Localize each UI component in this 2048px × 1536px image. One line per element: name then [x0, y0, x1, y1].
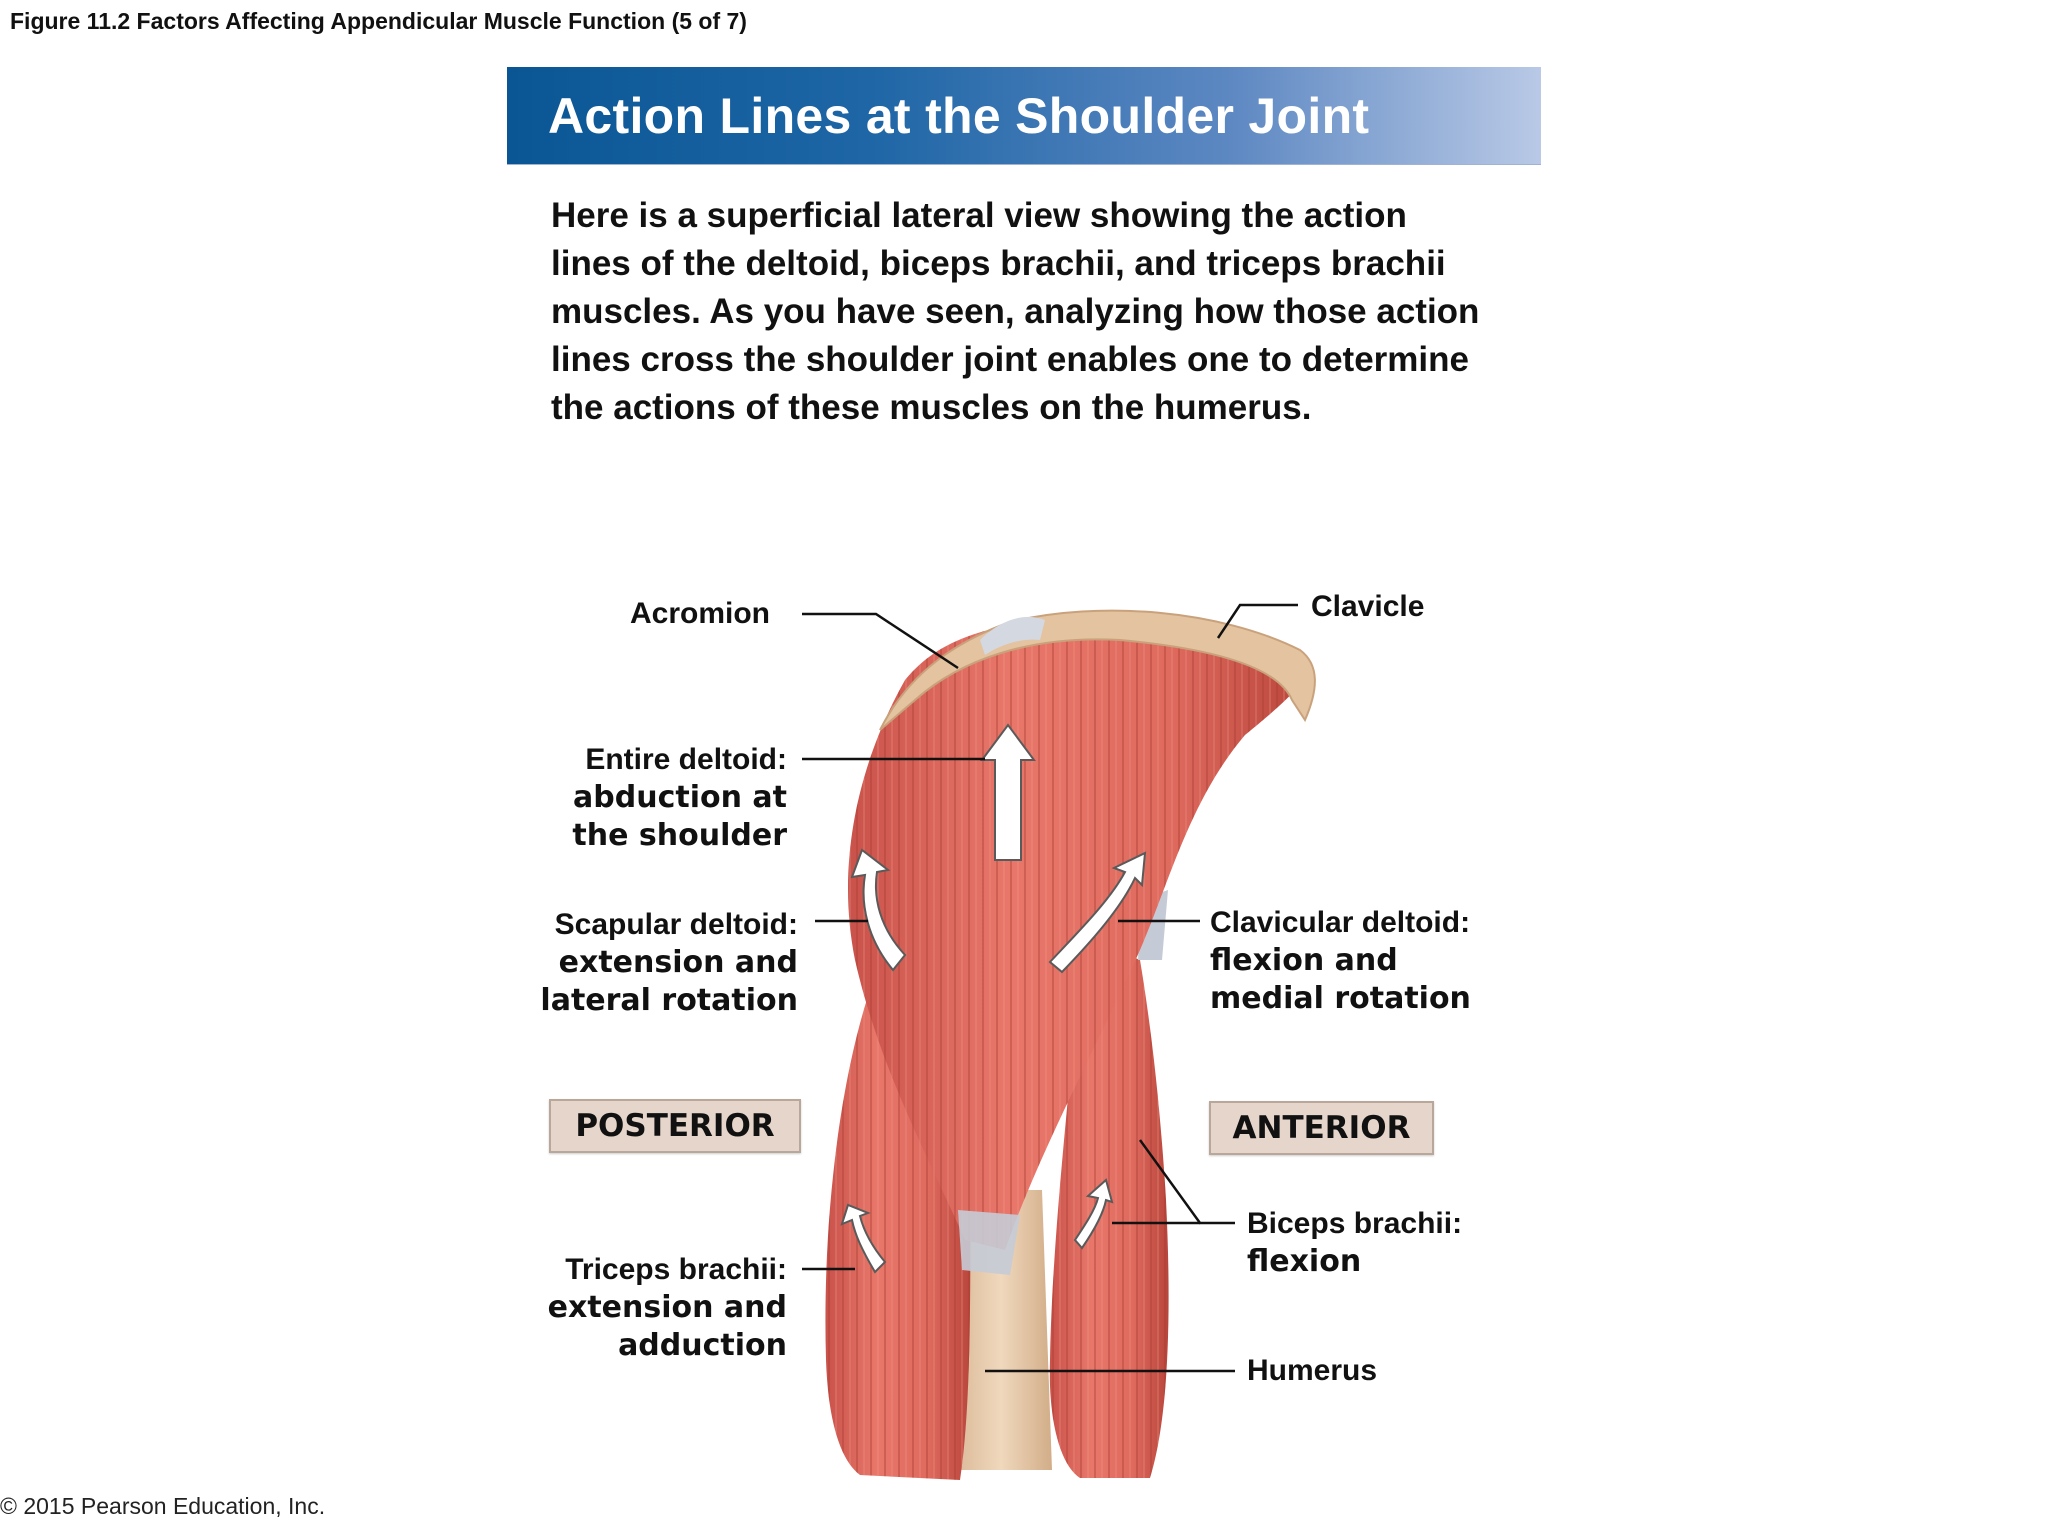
entire-deltoid-action-2: the shoulder — [572, 818, 787, 853]
scapular-deltoid-name: Scapular deltoid: — [554, 908, 798, 941]
arrow-triceps — [840, 1203, 887, 1274]
label-clavicular-deltoid: Clavicular deltoid: flexion and medial r… — [1210, 904, 1540, 1018]
arrow-biceps — [1073, 1178, 1114, 1250]
biceps-action-1: flexion — [1247, 1244, 1362, 1279]
label-acromion: Acromion — [630, 597, 771, 630]
title-banner: Action Lines at the Shoulder Joint — [507, 67, 1541, 164]
arrow-clavicular-deltoid — [1048, 851, 1147, 974]
clavicular-deltoid-name: Clavicular deltoid: — [1210, 906, 1471, 939]
banner-title: Action Lines at the Shoulder Joint — [548, 88, 1370, 144]
label-biceps: Biceps brachii: flexion — [1247, 1205, 1537, 1281]
clavicular-deltoid-action-1: flexion and — [1210, 943, 1398, 978]
biceps-name: Biceps brachii: — [1247, 1207, 1463, 1240]
label-scapular-deltoid: Scapular deltoid: extension and lateral … — [470, 906, 798, 1020]
arrow-entire-deltoid — [980, 723, 1036, 861]
clavicular-deltoid-action-2: medial rotation — [1210, 981, 1471, 1016]
scapular-deltoid-action-2: lateral rotation — [540, 983, 798, 1018]
copyright-notice: © 2015 Pearson Education, Inc. — [0, 1493, 326, 1519]
figure-caption: Figure 11.2 Factors Affecting Appendicul… — [10, 8, 747, 34]
triceps-name: Triceps brachii: — [565, 1253, 787, 1286]
deltoid-insertion-tendon — [958, 1210, 1020, 1275]
leader-clavicle — [1216, 603, 1298, 639]
label-triceps: Triceps brachii: extension and adduction — [480, 1251, 787, 1365]
label-entire-deltoid: Entire deltoid: abduction at the shoulde… — [480, 741, 787, 855]
leader-acromion — [802, 612, 959, 670]
scapular-deltoid-action-1: extension and — [558, 945, 798, 980]
biceps-muscle — [1049, 956, 1169, 1478]
intro-paragraph: Here is a superficial lateral view showi… — [551, 196, 1480, 427]
entire-deltoid-action-1: abduction at — [573, 780, 787, 815]
leader-lines — [802, 603, 1298, 1373]
label-clavicle: Clavicle — [1311, 590, 1425, 623]
arrow-scapular-deltoid — [850, 848, 907, 972]
entire-deltoid-name: Entire deltoid: — [585, 743, 787, 776]
acromion-cartilage — [980, 616, 1045, 655]
triceps-action-1: extension and — [547, 1290, 787, 1325]
label-humerus: Humerus — [1247, 1354, 1378, 1387]
triceps-action-2: adduction — [618, 1328, 787, 1363]
tag-posterior: POSTERIOR — [549, 1099, 801, 1153]
tag-anterior: ANTERIOR — [1209, 1101, 1434, 1155]
